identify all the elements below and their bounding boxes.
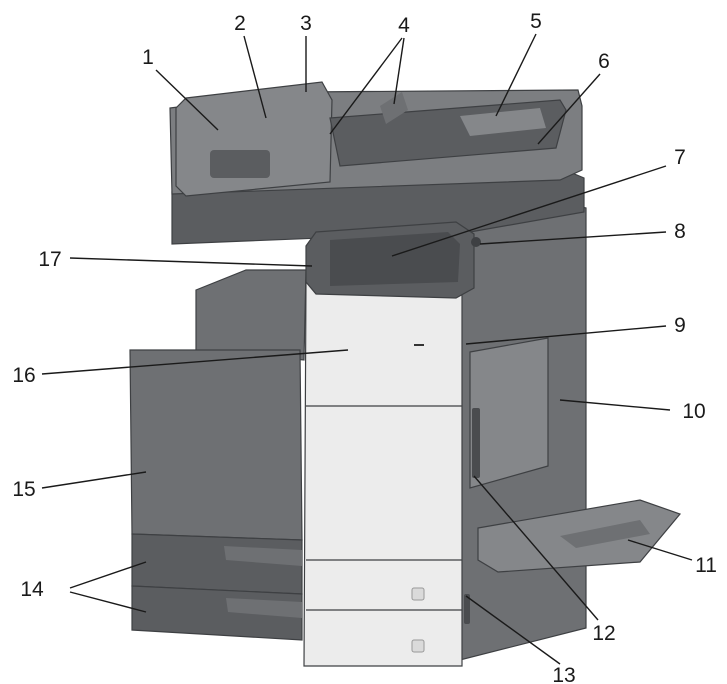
leader-10: [559, 399, 671, 411]
callout-4: 4: [398, 14, 410, 37]
leader-14b: [69, 591, 147, 613]
callout-17: 17: [38, 248, 61, 271]
leader-8: [479, 231, 667, 245]
leader-2: [243, 35, 267, 119]
callout-12: 12: [592, 622, 615, 645]
leader-17: [69, 257, 313, 267]
leader-lines: [41, 33, 693, 665]
finisher-upper: [196, 270, 306, 360]
callout-16: 16: [12, 364, 35, 387]
leader-15: [41, 471, 147, 489]
drawer-2-left: [132, 586, 302, 640]
leader-9: [465, 325, 667, 345]
leader-16: [41, 349, 349, 375]
leader-14a: [69, 561, 147, 589]
adf-unit: [176, 82, 332, 196]
leader-5: [495, 33, 537, 117]
callout-2: 2: [234, 12, 246, 35]
callout-7: 7: [674, 146, 686, 169]
leader-13: [465, 595, 561, 665]
right-door: [470, 338, 548, 488]
touch-screen: [330, 232, 460, 286]
leader-4a: [329, 37, 403, 135]
callout-8: 8: [674, 220, 686, 243]
leader-4b: [393, 37, 405, 105]
printer-illustration: [129, 81, 682, 667]
callout-6: 6: [598, 50, 610, 73]
callout-14: 14: [20, 578, 44, 601]
left-side-panel: [130, 350, 302, 540]
front-panel: [304, 268, 462, 666]
callout-10: 10: [682, 400, 705, 423]
leader-12: [473, 475, 599, 621]
callout-labels: 1 2 3 4 5 6 7 8 9 10 11 12 13 14 15 16 1…: [12, 10, 717, 684]
leader-7: [391, 165, 667, 257]
callout-11: 11: [695, 554, 717, 577]
callout-5: 5: [530, 10, 542, 33]
leader-11: [627, 539, 693, 561]
callout-3: 3: [300, 12, 312, 35]
callout-1: 1: [142, 46, 154, 69]
leader-1: [155, 69, 219, 131]
callout-15: 15: [12, 478, 35, 501]
stylus-pen: [471, 237, 481, 247]
callout-9: 9: [674, 314, 686, 337]
leader-6: [537, 73, 601, 145]
callout-13: 13: [552, 664, 575, 684]
drawer-1-left: [132, 534, 302, 594]
